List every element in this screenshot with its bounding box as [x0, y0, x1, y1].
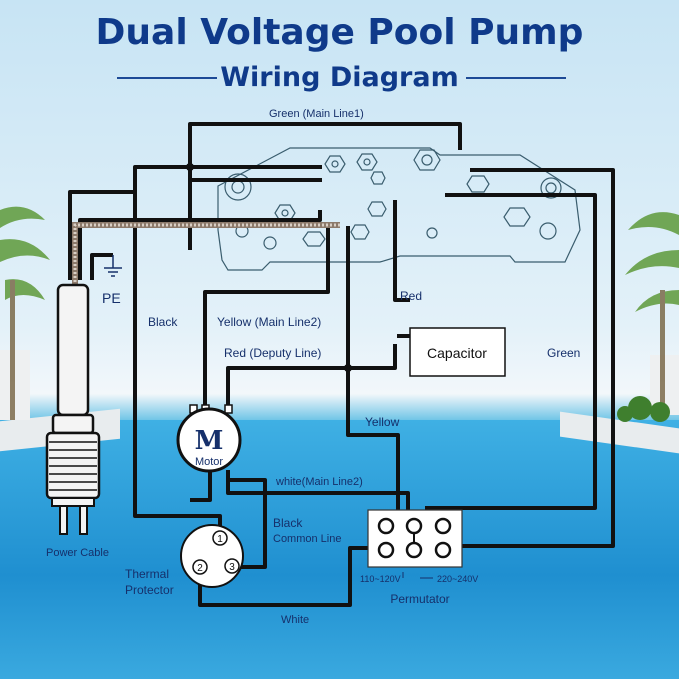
power-plug-icon	[45, 283, 101, 535]
label-red: Red	[400, 289, 422, 303]
wire-cable-a	[78, 210, 322, 280]
wire-green-main-line1	[188, 122, 462, 250]
permutator-component	[367, 509, 463, 579]
motor-component	[176, 404, 242, 473]
terminal-board	[217, 147, 581, 271]
power-cable-label: Power Cable	[46, 547, 109, 559]
motor-label: Motor	[195, 456, 223, 468]
voltage-110-label: 110~120V	[360, 574, 401, 584]
capacitor-box	[409, 327, 506, 377]
palm-left	[0, 206, 50, 420]
label-yellow-main-line2: Yellow (Main Line2)	[217, 315, 321, 329]
wire-green-right	[440, 168, 615, 548]
wire-yellow-main-line2	[203, 226, 330, 410]
label-yellow: Yellow	[365, 415, 400, 429]
wire-white-bottom	[198, 546, 370, 607]
thermal-label-line2: Protector	[125, 583, 174, 597]
subtitle-rule-left	[117, 77, 217, 79]
label-white: White	[281, 614, 309, 626]
permutator-label: Permutator	[390, 592, 449, 606]
wire-motor-black	[190, 470, 212, 502]
wire-pe	[90, 253, 113, 280]
wire-black	[133, 165, 322, 510]
wires	[68, 122, 615, 607]
thermal-label-line1: Thermal	[125, 567, 169, 581]
pool-water	[0, 420, 679, 679]
plants-right	[617, 396, 670, 422]
voltage-220-label: 220~240V	[437, 574, 478, 584]
wire-red-cap	[393, 200, 410, 302]
thermal-protector-component	[180, 524, 244, 588]
wire-thermal-1	[133, 510, 222, 532]
label-white-main-line2: white(Main Line2)	[275, 476, 363, 488]
braided-cable	[72, 222, 340, 290]
palm-right	[625, 212, 679, 420]
wire-red-deputy	[226, 344, 397, 410]
label-black-common-2: Common Line	[273, 533, 341, 545]
terminal-2-label: 2	[197, 563, 203, 574]
terminal-1-label: 1	[217, 534, 223, 545]
wire-black-upper	[188, 178, 322, 250]
wire-black-common	[226, 470, 267, 569]
page-title: Dual Voltage Pool Pump	[95, 12, 584, 53]
wire-cable-pe	[68, 190, 135, 280]
label-black: Black	[148, 315, 178, 329]
wire-inner-right	[425, 193, 597, 510]
label-red-deputy-line: Red (Deputy Line)	[224, 346, 321, 360]
label-green-main-line1: Green (Main Line1)	[269, 108, 364, 120]
subtitle-rule-right	[466, 77, 566, 79]
label-black-common-1: Black	[273, 516, 303, 530]
page-subtitle: Wiring Diagram	[220, 62, 459, 93]
capacitor-label: Capacitor	[427, 345, 487, 361]
ground-icon	[104, 255, 122, 277]
label-green: Green	[547, 346, 580, 360]
motor-symbol: M	[195, 426, 224, 456]
pe-label: PE	[102, 290, 121, 306]
terminal-3-label: 3	[229, 562, 235, 573]
wire-yellow	[346, 226, 408, 548]
